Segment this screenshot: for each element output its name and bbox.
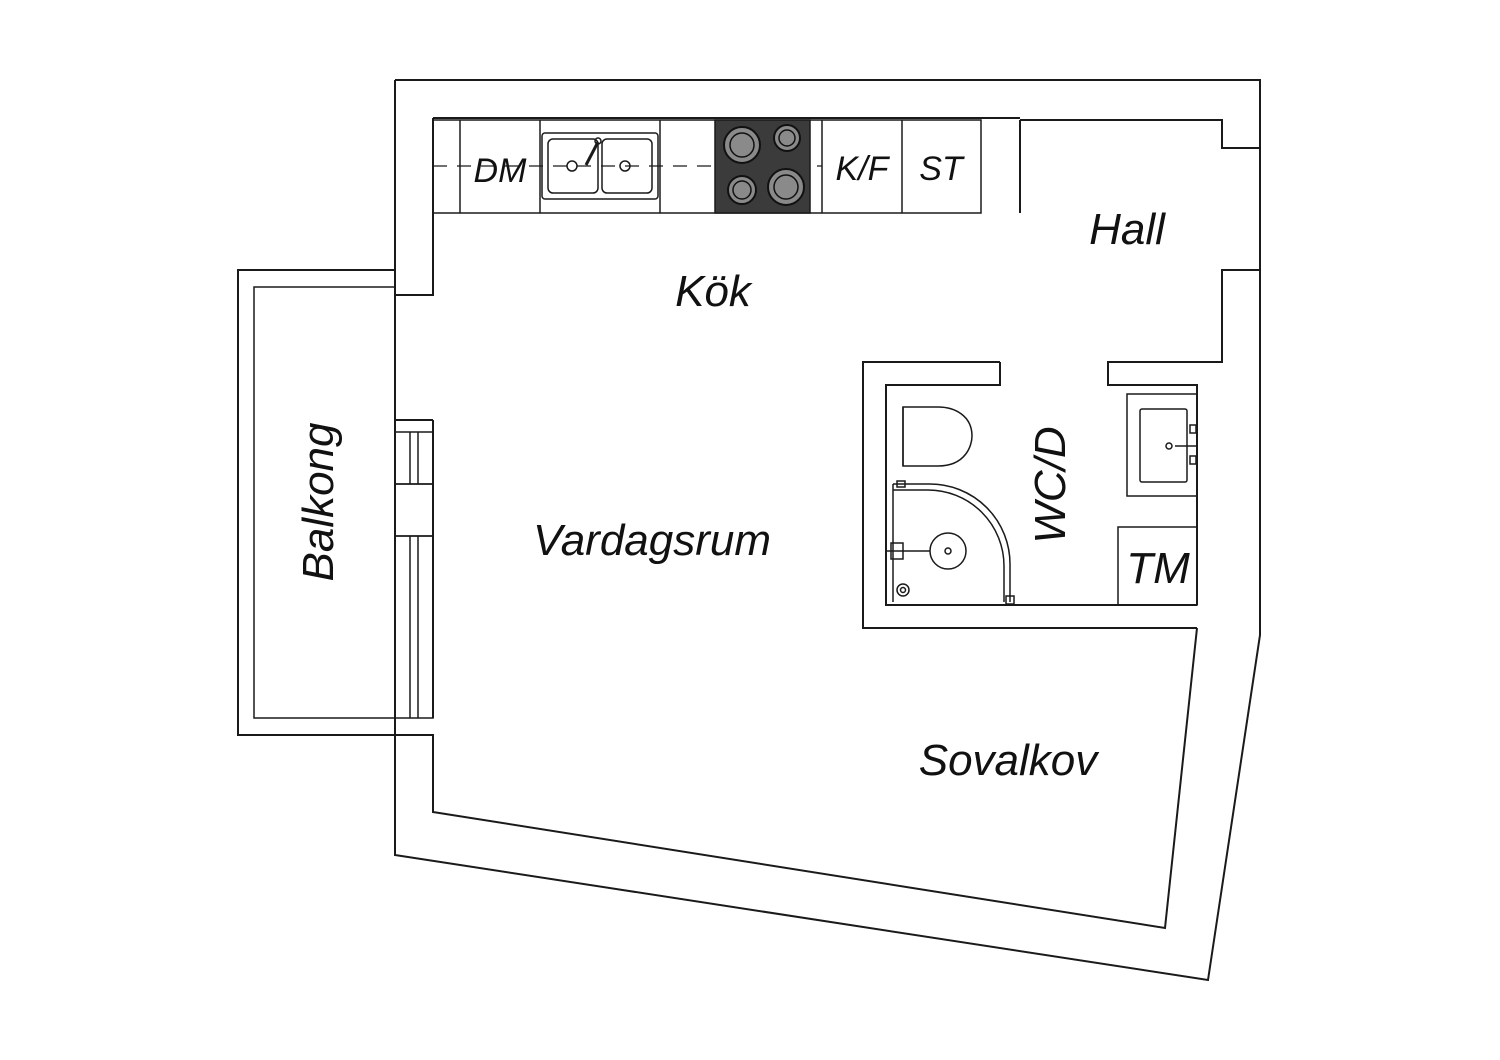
kitchen-counter	[432, 119, 982, 214]
room-label-living: Vardagsrum	[533, 516, 771, 565]
room-label-bathroom: WC/D	[1026, 426, 1075, 543]
room-label-hall: Hall	[1089, 205, 1166, 254]
storage-label: ST	[919, 150, 965, 188]
washbasin-icon	[1126, 393, 1198, 497]
stove-icon	[714, 119, 811, 214]
room-label-kitchen: Kök	[675, 267, 753, 316]
toilet-icon	[902, 406, 973, 467]
bathroom-walls	[862, 361, 1197, 629]
fridge-freezer-label: K/F	[836, 150, 891, 188]
dishwasher-label: DM	[474, 152, 528, 190]
sink-icon	[541, 132, 659, 200]
room-label-balcony: Balkong	[294, 422, 343, 582]
balcony-door[interactable]	[394, 431, 434, 719]
washing-machine	[1117, 526, 1198, 606]
washer-label: TM	[1126, 544, 1190, 593]
shower-icon	[887, 480, 1015, 605]
room-label-alcove: Sovalkov	[919, 736, 1101, 785]
